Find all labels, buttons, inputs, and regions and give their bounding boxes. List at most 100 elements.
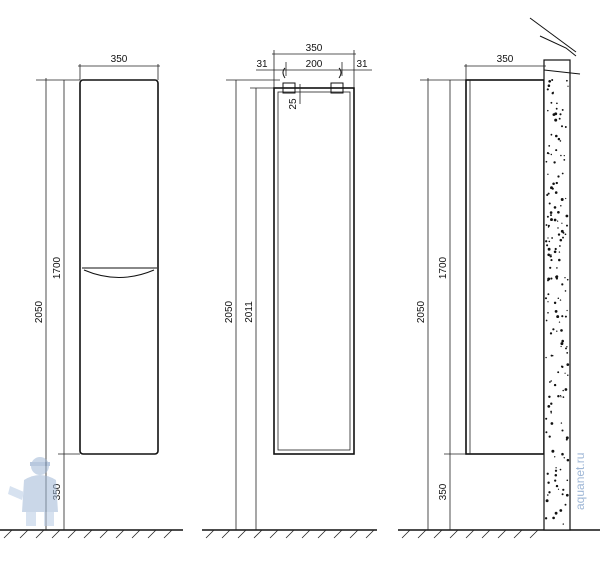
wall-speckle — [560, 198, 564, 201]
wall-speckle — [566, 479, 569, 482]
back-width-label: 350 — [306, 43, 323, 54]
wall-speckle — [545, 499, 549, 503]
wall-speckle — [560, 205, 562, 207]
back-total-height-label: 2050 — [224, 300, 235, 323]
wall-speckle — [555, 181, 558, 185]
wall-speckle — [545, 160, 548, 163]
wall-speckle — [562, 396, 565, 398]
wall-speckle — [563, 457, 566, 459]
wall-speckle — [548, 145, 551, 147]
wall-speckle — [566, 363, 570, 366]
wall-speckle — [544, 297, 548, 300]
wall-speckle — [547, 192, 550, 195]
wall-speckle — [547, 84, 551, 87]
back-mount-spacing-label: 200 — [306, 59, 323, 70]
wall-speckle — [562, 488, 565, 491]
wall-speckle — [555, 484, 559, 488]
plumber-mascot-logo — [8, 457, 58, 526]
wall-speckle — [547, 224, 550, 227]
wall-speckle — [560, 342, 564, 346]
wall-speckle — [560, 365, 563, 368]
wall-speckle — [565, 197, 567, 200]
wall-speckle — [553, 206, 557, 209]
wall-speckle — [557, 210, 560, 214]
wall-speckle — [559, 140, 562, 142]
wall-speckle — [548, 435, 551, 438]
wall-speckle — [564, 315, 567, 318]
wall-speckle — [564, 233, 567, 236]
wall-speckle — [546, 152, 549, 155]
wall-speckle — [561, 108, 564, 111]
back-offset-left-label: 31 — [256, 59, 268, 70]
wall-speckle — [549, 255, 552, 258]
wall-section — [529, 17, 581, 531]
front-door-split — [83, 269, 155, 278]
wall-speckle — [550, 412, 552, 414]
wall-speckle — [556, 220, 559, 222]
wall-speckle — [552, 516, 555, 520]
wall-speckle — [547, 109, 549, 112]
wall-speckle — [550, 380, 552, 382]
wall-speckle — [561, 493, 564, 496]
wall-speckle — [562, 523, 564, 525]
wall-speckle — [564, 277, 566, 279]
wall-speckle — [553, 161, 556, 164]
wall-speckle — [565, 493, 569, 497]
front-floor-gap-label: 350 — [52, 483, 63, 500]
wall-speckle — [550, 218, 553, 222]
wall-speckle — [545, 356, 547, 359]
wall-speckle — [566, 309, 568, 312]
wall-speckle — [565, 436, 569, 440]
wall-speckle — [558, 117, 561, 120]
wall-speckle — [553, 218, 557, 222]
wall-speckle — [564, 388, 568, 391]
wall-speckle — [545, 240, 548, 243]
wall-speckle — [564, 290, 567, 292]
wall-speckle — [556, 102, 558, 105]
wall-speckle — [559, 245, 561, 247]
wall-speckle — [551, 237, 553, 239]
wall-speckle — [565, 214, 569, 218]
wall-speckle — [545, 431, 548, 434]
wall-speckle — [552, 91, 554, 93]
wall-speckle — [567, 374, 569, 376]
wall-speckle — [561, 429, 564, 432]
wall-speckle — [564, 503, 567, 506]
wall-speckle — [554, 191, 558, 194]
back-view: 350 31 200 31 25 2050 2011 — [224, 43, 372, 530]
wall-speckle — [561, 172, 564, 175]
wall-speckle — [558, 258, 561, 262]
wall-speckle — [560, 125, 564, 128]
wall-speckle — [559, 509, 563, 512]
wall-speckle — [553, 301, 557, 305]
wall-speckle — [550, 277, 553, 280]
side-cabinet-height-label: 1700 — [438, 256, 449, 279]
wall-speckle — [564, 126, 567, 128]
side-view: 350 2050 1700 350 — [416, 17, 581, 531]
wall-speckle — [557, 371, 560, 374]
wall-speckle — [560, 329, 563, 332]
wall-speckle — [547, 293, 550, 296]
wall-speckle — [549, 211, 553, 214]
wall-speckle — [560, 396, 562, 398]
wall-speckle — [545, 319, 548, 322]
wall-speckle — [554, 112, 558, 116]
wall-speckle — [556, 330, 558, 332]
wall-speckle — [560, 154, 562, 157]
wall-speckle — [564, 372, 566, 374]
wall-speckle — [555, 467, 557, 469]
wall-speckle — [550, 101, 553, 104]
wall-speckle — [567, 85, 569, 87]
wall-speckle — [555, 107, 558, 110]
wall-speckle — [553, 250, 557, 254]
wall-speckle — [554, 469, 558, 472]
wall-speckle — [561, 283, 564, 286]
wall-speckle — [546, 215, 549, 218]
wall-speckle — [562, 231, 565, 234]
wall-speckle — [546, 244, 549, 247]
wall-speckle — [549, 332, 553, 335]
wall-speckle — [548, 395, 551, 399]
wall-speckle — [550, 186, 553, 190]
wall-speckle — [557, 175, 560, 178]
front-view: 350 2050 1700 350 — [34, 54, 160, 530]
